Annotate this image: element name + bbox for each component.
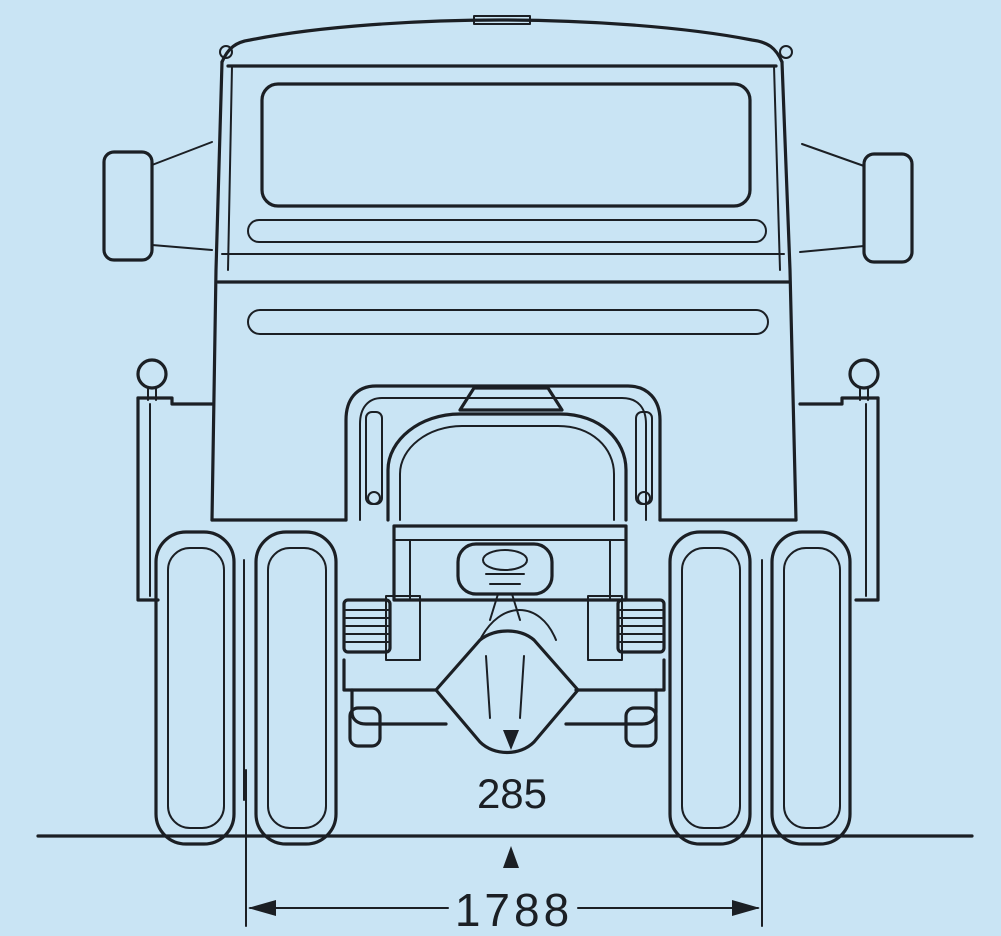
- left-hub-lines: [233, 559, 257, 801]
- side-lamp-right: [798, 358, 880, 602]
- shock-absorber-right: [635, 411, 653, 505]
- mirror-right: [799, 143, 914, 264]
- mirror-right-glass: [862, 152, 914, 264]
- mirror-right-arms: [799, 143, 865, 253]
- leaf-spring-left-pack: [342, 598, 392, 654]
- hitch-jaw: [456, 542, 554, 596]
- cab-pillar-left: [227, 65, 233, 271]
- ground-clearance-label: 285: [477, 770, 547, 817]
- crossmember-webs: [409, 539, 611, 601]
- wheel-right-outer-tread: [783, 547, 841, 829]
- cab-pillar-right: [773, 65, 781, 271]
- wheels-right: [668, 530, 852, 846]
- propshaft-cover: [479, 609, 557, 641]
- leaf-spring-left-leaves: [345, 609, 389, 643]
- frame-arch-outer: [386, 412, 628, 522]
- track-arrow-right-icon: [732, 900, 760, 916]
- side-lamp-left: [136, 358, 214, 602]
- wheel-left-outer-tread: [167, 547, 225, 829]
- lower-crossmember: [392, 524, 628, 602]
- mirror-left-arms: [151, 141, 213, 251]
- mudguard-stay-right-top: [798, 396, 880, 406]
- mudguard-right-outer: [854, 396, 880, 602]
- track-arrow-left-icon: [248, 900, 276, 916]
- rear-axle: [342, 609, 666, 754]
- axle-beam-bottom: [350, 688, 658, 726]
- mudguard-stay-left-top: [136, 396, 214, 406]
- tow-hitch: [456, 542, 554, 621]
- cab-side-right: [780, 60, 798, 522]
- shock-mount-left: [367, 491, 381, 505]
- shock-mount-right: [637, 491, 651, 505]
- roof-lamp-right: [779, 45, 793, 59]
- wheel-right-inner-tread: [681, 547, 741, 829]
- hitch-mount: [489, 593, 521, 621]
- mudguard-left-outer: [136, 396, 160, 602]
- hitch-jaw-lines: [485, 573, 525, 585]
- roof-vent: [473, 15, 531, 25]
- brake-chamber-left: [348, 706, 382, 748]
- leaf-spring-left: [342, 595, 421, 661]
- spring-hanger-left: [385, 595, 421, 661]
- wheel-left-inner-tread: [267, 547, 327, 829]
- track-width-label: 1788: [455, 884, 573, 936]
- hitch-pin-top: [482, 549, 528, 571]
- side-lamp-left-bulb: [136, 358, 168, 390]
- differential-housing: [434, 629, 580, 754]
- clearance-arrow-up-icon: [503, 846, 519, 868]
- brake-chamber-right: [624, 706, 658, 748]
- cab-upper-slot: [247, 219, 767, 243]
- wheels-left: [154, 530, 338, 846]
- rear-window: [260, 82, 752, 208]
- spring-hanger-right: [587, 595, 623, 661]
- cab-lower-slot: [247, 309, 769, 335]
- cab-roof: [220, 18, 784, 64]
- cab: [210, 15, 798, 522]
- frame-outline: [344, 384, 662, 522]
- axle-beam-top: [342, 658, 666, 692]
- tow-block: [458, 386, 564, 412]
- right-hub-lines: [749, 559, 773, 801]
- ground-clearance-dimension: 285: [477, 730, 547, 868]
- mirror-left: [102, 141, 213, 262]
- leaf-spring-right-pack: [616, 598, 666, 654]
- track-width-dimension: 1788: [245, 769, 763, 936]
- side-lamp-right-bulb: [848, 358, 880, 390]
- clearance-arrow-down-icon: [503, 730, 519, 750]
- differential-ribs: [485, 655, 525, 719]
- leaf-spring-right: [587, 595, 666, 661]
- chassis-frame: [344, 384, 662, 602]
- leaf-spring-right-leaves: [619, 609, 663, 643]
- roof-lamp-left: [219, 45, 233, 59]
- frame-inner-outline: [359, 397, 647, 521]
- frame-arch-inner: [399, 425, 615, 521]
- cab-side-left: [210, 60, 224, 522]
- shock-absorber-left: [365, 411, 383, 505]
- mirror-left-glass: [102, 150, 154, 262]
